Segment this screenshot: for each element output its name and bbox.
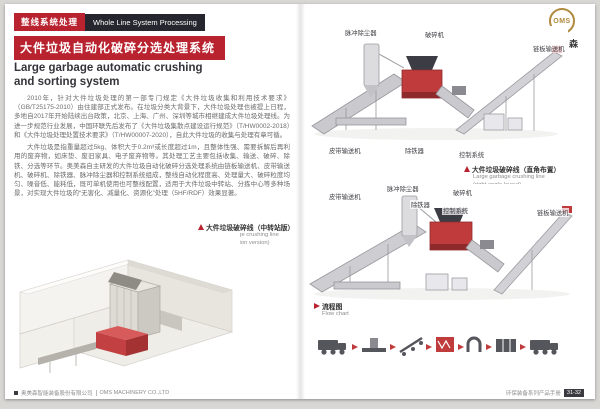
page-title-en: Large garbage automatic crushing and sor…: [14, 61, 203, 90]
crusher-icon: [436, 337, 454, 352]
intro-paragraph-2: 大件垃圾是指重量超过5kg、体积大于0.2m³或长度超过1m，且整体性强、需要拆…: [14, 144, 290, 198]
section-badge-en: Whole Line System Processing: [85, 14, 205, 31]
triangle-up-icon: [198, 224, 204, 230]
page-title-en-line2: and sorting system: [14, 76, 120, 89]
section-badge-cn: 整线系统处理: [14, 13, 86, 31]
fig2-label-dust-collector: 脉冲除尘器: [386, 184, 420, 193]
truck-icon: [530, 340, 558, 355]
page-number-badge: 31-32: [563, 389, 584, 397]
truck-icon: [318, 340, 346, 355]
logo-text: OMS: [553, 17, 571, 25]
flow-chart-title: 流程图 Flow chart: [314, 301, 349, 319]
transfer-station-illustration: [10, 232, 240, 392]
conveyor-icon: [399, 336, 423, 356]
fig2-label-crusher: 破碎机: [452, 188, 473, 197]
page-title-cn: 大件垃圾自动化破碎分选处理系统: [14, 36, 226, 60]
flow-title-cn: 流程图: [322, 304, 343, 311]
page-title-en-line1: Large garbage automatic crushing: [14, 62, 203, 74]
footer-company-en: OMS MACHINERY CO.,LTD: [99, 390, 170, 396]
flow-chart-icons: [314, 324, 576, 373]
footer-right: 环保装备系列产品手册 31-32: [506, 389, 584, 397]
intro-paragraph-1: 2010年，针对大件垃圾处理的第一部专门规定《大件垃圾收集和利用技术要求》（GB…: [14, 95, 290, 139]
crushing-line-2-drawing: [306, 184, 578, 302]
fig1-label-crusher: 破碎机: [424, 30, 445, 39]
footer-left: 奥美森智能装备股份有限公司 OMS MACHINERY CO.,LTD: [14, 389, 169, 397]
flow-title-en: Flow chart: [322, 311, 349, 317]
flow-chart-drawing: [314, 324, 576, 368]
intro-text: 2010年，针对大件垃圾处理的第一部专门规定《大件垃圾收集和利用技术要求》（GB…: [14, 94, 290, 201]
baler-icon: [496, 339, 516, 352]
weighbridge-icon: [362, 338, 386, 352]
triangle-right-icon: [314, 303, 320, 309]
title-strip-wrap: 大件垃圾自动化破碎分选处理系统: [14, 36, 226, 60]
crushing-line-1-drawing: [306, 26, 568, 144]
footer-catalog-name: 环保装备系列产品手册: [505, 391, 561, 397]
magnet-icon: [466, 336, 482, 352]
fig2-label-iron-remover: 除铁器: [410, 200, 431, 209]
fig1-label-control-system: 控制系统: [458, 150, 486, 159]
left-caption-cn: 大件垃圾破碎线（中转站版）: [206, 225, 295, 232]
page-fold: [296, 4, 305, 399]
fig1-caption-en-line1: Large garbage crushing line: [473, 174, 545, 180]
fig2-label-control-system: 控制系统: [442, 206, 470, 215]
crushing-line-2-illustration: [306, 184, 578, 307]
fig1-label-dust-collector: 脉冲除尘器: [344, 28, 378, 37]
fig1-label-chain-conveyor: 链板输送机: [532, 44, 566, 53]
fig1-caption-cn: 大件垃圾破碎线（直角布置）: [472, 167, 561, 174]
footer-company-cn: 奥美森智能装备股份有限公司: [21, 391, 93, 397]
footer-divider: [95, 390, 97, 396]
fig2-label-belt-conveyor: 皮带输送机: [328, 192, 362, 201]
fig1-label-belt-conveyor: 皮带输送机: [328, 146, 362, 155]
fig2-label-chain-conveyor: 链板输送机: [536, 208, 570, 217]
crushing-line-right-angle-illustration: [306, 26, 568, 149]
left-caption-en-line1: Large garbage crushing line: [207, 232, 279, 238]
footer-square-icon: [14, 391, 18, 395]
transfer-station-drawing: [10, 232, 240, 387]
fig1-label-iron-remover: 除铁器: [404, 146, 425, 155]
triangle-up-icon: [464, 166, 470, 172]
